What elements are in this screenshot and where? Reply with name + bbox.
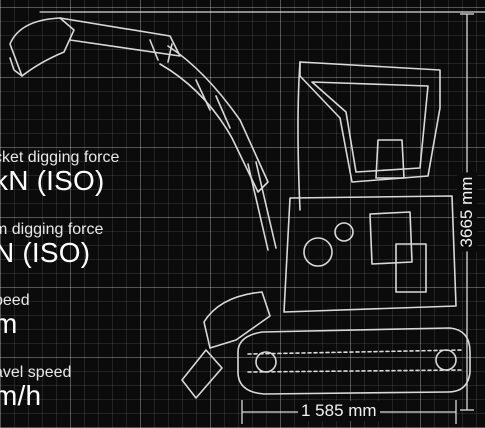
cab-outline: [299, 61, 441, 183]
spec-value: kN (ISO): [0, 165, 105, 196]
excavator-arm: [59, 17, 181, 57]
excavator-boom: [159, 45, 269, 193]
height-dimension-label: 3665 mm: [457, 172, 477, 252]
spec-value: N (ISO): [0, 237, 91, 268]
spec-value: m: [0, 308, 18, 339]
spec-value: m/h: [0, 380, 42, 411]
spec-travel-speed: avel speed m/h: [0, 364, 71, 410]
track-outline: [237, 327, 471, 395]
dozer-blade: [203, 291, 271, 349]
bucket-top: [9, 17, 75, 77]
width-dimension-label: 1 585 mm: [298, 401, 380, 421]
boom-cylinder: [247, 161, 277, 251]
spec-label: peed: [0, 292, 30, 309]
spec-speed: peed m: [0, 292, 30, 338]
machine-body: [283, 195, 457, 313]
spec-bucket-digging-force: cket digging force kN (ISO): [0, 149, 119, 195]
spec-label: m digging force: [0, 221, 104, 238]
spec-arm-digging-force: m digging force N (ISO): [0, 221, 103, 267]
spec-label: avel speed: [0, 364, 72, 381]
spec-label: cket digging force: [0, 149, 120, 166]
